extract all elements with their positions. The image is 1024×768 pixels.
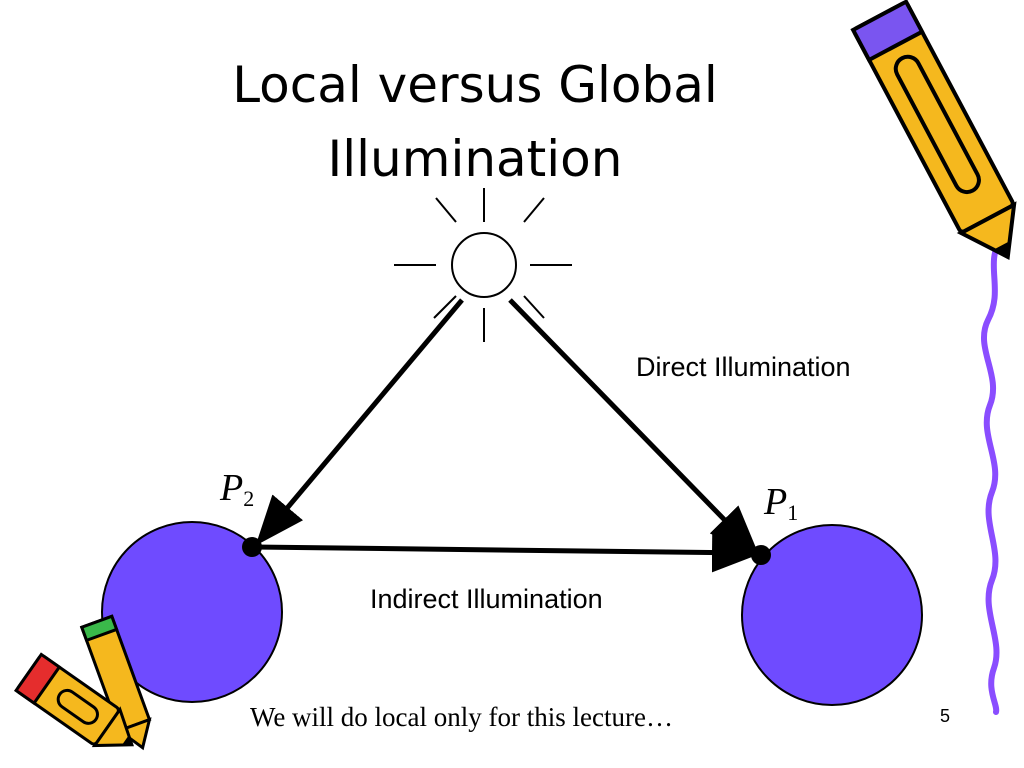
point-p1 (751, 545, 771, 565)
ray-p2-to-p1 (251, 532, 762, 573)
ray-sun-to-p1 (508, 298, 759, 556)
sun-icon (394, 188, 572, 342)
direct-illumination-label: Direct Illumination (636, 352, 851, 382)
squiggle-border (981, 237, 1003, 715)
point-p2 (242, 537, 262, 557)
footer-note: We will do local only for this lecture… (250, 702, 673, 732)
label-p1-letter: P (764, 481, 788, 523)
label-p1-subscript: 1 (787, 500, 799, 525)
page-title: Local versus Global Illumination (150, 48, 800, 196)
pencil-icon (13, 614, 152, 751)
ray-sun-to-p2 (255, 298, 464, 546)
title-line-1: Local versus Global (232, 56, 718, 114)
label-p1: P1 (764, 480, 798, 526)
label-p2: P2 (220, 466, 254, 512)
sphere-p2 (101, 521, 283, 703)
pencil-icon (850, 0, 1017, 260)
sphere-p1 (741, 524, 923, 706)
title-line-2: Illumination (327, 130, 623, 188)
indirect-illumination-label: Indirect Illumination (370, 584, 603, 614)
slide-number: 5 (940, 706, 951, 726)
label-p2-subscript: 2 (243, 486, 255, 511)
label-p2-letter: P (220, 467, 244, 509)
